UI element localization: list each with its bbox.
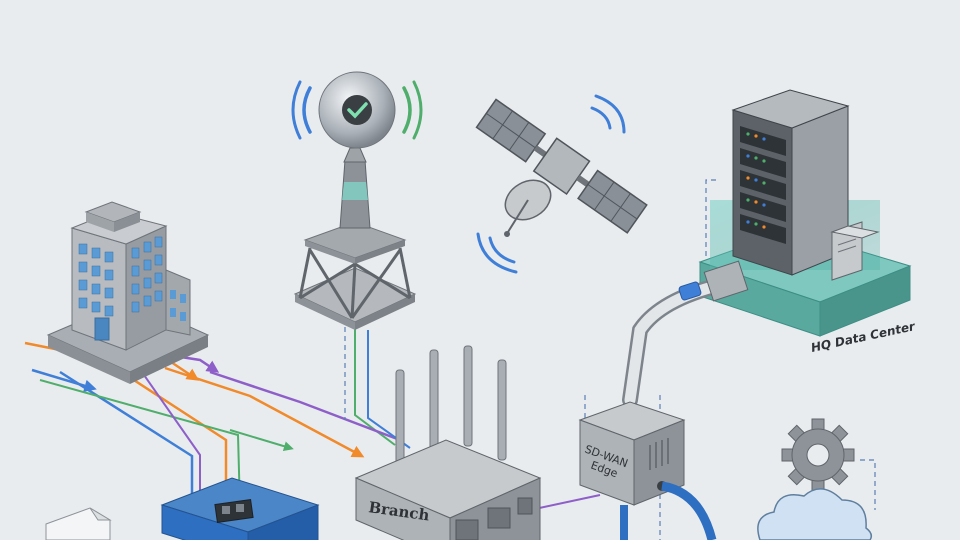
link-orange-2 bbox=[164, 366, 365, 458]
gear-icon bbox=[781, 418, 855, 492]
cloud-icon bbox=[757, 488, 873, 540]
link-dashed-gear bbox=[860, 459, 876, 510]
link-dashed-hq bbox=[705, 179, 716, 262]
link-purple-left bbox=[129, 354, 201, 500]
network-switch-icon bbox=[160, 477, 320, 540]
link-purple-edge bbox=[529, 494, 601, 511]
link-green-arrow bbox=[229, 429, 294, 452]
sdwan-edge-appliance-icon bbox=[578, 401, 717, 540]
link-purple-main bbox=[209, 370, 401, 442]
link-blue-main bbox=[59, 370, 194, 510]
link-green-tower bbox=[354, 328, 396, 446]
cell-tower-icon bbox=[291, 71, 423, 330]
office-building-icon bbox=[46, 201, 210, 384]
router-icon bbox=[354, 345, 542, 540]
server-rack-icon bbox=[698, 89, 912, 337]
satellite-icon bbox=[475, 94, 648, 274]
document-icon bbox=[45, 507, 112, 540]
hq-uplink-cable bbox=[622, 260, 749, 408]
